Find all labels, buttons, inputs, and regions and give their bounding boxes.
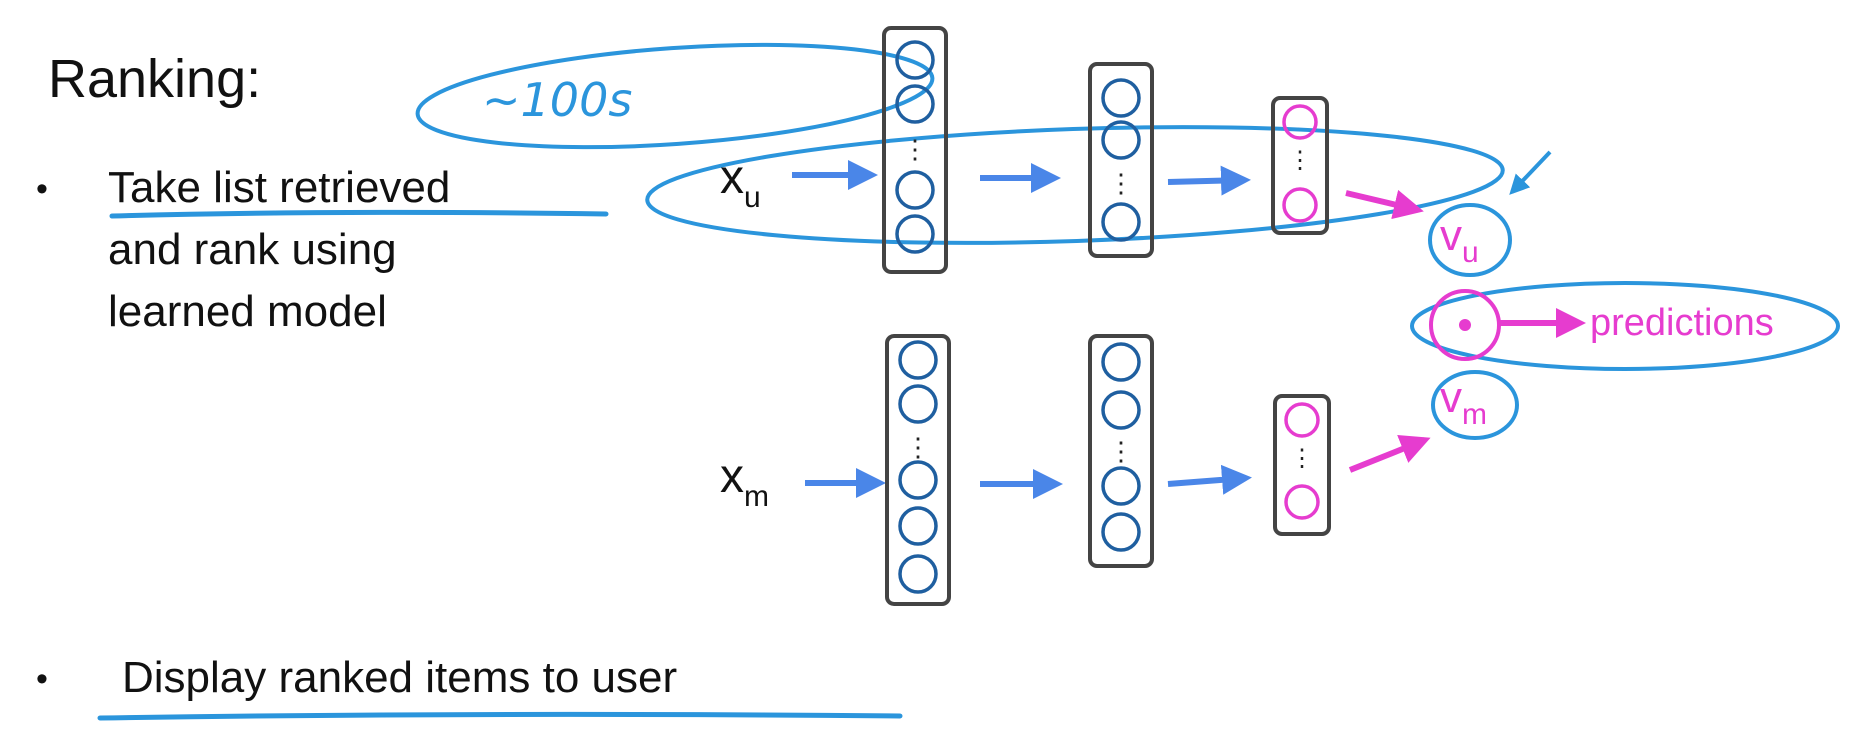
ellipsis-glyph: ⋮ xyxy=(905,432,931,462)
user-layer-2: ⋮ xyxy=(1088,62,1154,258)
annotation-ellipse-note xyxy=(415,42,935,150)
neuron xyxy=(895,84,935,124)
annotation-pointer-arrow xyxy=(1509,150,1552,195)
output-neuron xyxy=(1282,104,1318,140)
neuron xyxy=(895,214,935,254)
user-input-label: xu xyxy=(720,151,761,214)
movie-vector-label: vm xyxy=(1440,373,1487,431)
dot-product-operator xyxy=(1429,289,1501,361)
bullet-retrieve-line-2: and rank using xyxy=(108,225,397,274)
neuron xyxy=(1101,466,1141,506)
neuron xyxy=(895,170,935,210)
underline-retrieve xyxy=(109,209,609,219)
output-neuron xyxy=(1284,402,1320,438)
ellipsis-glyph: ⋮ xyxy=(1290,445,1314,472)
annotation-ellipse-dot-product xyxy=(1410,281,1840,371)
ellipsis-glyph: ⋮ xyxy=(1108,436,1134,466)
user-vector-label: vu xyxy=(1440,211,1479,269)
arrow-to-movie-vector xyxy=(1348,434,1431,473)
output-neuron xyxy=(1284,484,1320,520)
annotation-circle-movie-vector xyxy=(1431,370,1519,440)
bullet-retrieve-line-3: learned model xyxy=(108,287,387,336)
neuron xyxy=(895,40,935,80)
annotation-circle-user-vector xyxy=(1428,203,1512,277)
movie-layer-1: ⋮ xyxy=(885,334,951,606)
arrow-movie-layer-2-3 xyxy=(1167,464,1252,495)
neuron xyxy=(898,340,938,380)
ellipsis-glyph: ⋮ xyxy=(902,134,928,164)
output-neuron xyxy=(1282,187,1318,223)
neuron xyxy=(1101,390,1141,430)
annotation-ellipse-user-tower xyxy=(645,125,1505,245)
neuron xyxy=(898,460,938,500)
handwritten-note: ~100s xyxy=(482,73,632,127)
neuron xyxy=(898,384,938,424)
neuron xyxy=(898,554,938,594)
neuron xyxy=(1101,78,1141,118)
movie-layer-2: ⋮ xyxy=(1088,334,1154,568)
neuron xyxy=(1101,342,1141,382)
ellipsis-glyph: ⋮ xyxy=(1108,168,1134,198)
user-output-layer: ⋮ xyxy=(1271,96,1329,235)
neuron xyxy=(898,506,938,546)
neuron xyxy=(1101,202,1141,242)
bullet-marker: • xyxy=(36,170,48,208)
bullet-marker: • xyxy=(36,660,48,698)
bullet-display: Display ranked items to user xyxy=(122,653,678,702)
predictions-label: predictions xyxy=(1590,302,1774,344)
dot-product-center xyxy=(1459,319,1471,331)
slide-title: Ranking: xyxy=(48,49,262,109)
arrow-to-user-vector xyxy=(1345,189,1424,220)
neuron xyxy=(1101,512,1141,552)
movie-input-label: xm xyxy=(720,450,769,513)
ellipsis-glyph: ⋮ xyxy=(1288,147,1312,174)
movie-output-layer: ⋮ xyxy=(1273,394,1331,536)
bullet-retrieve-line-1: Take list retrieved xyxy=(108,163,451,212)
underline-display xyxy=(97,711,903,721)
arrow-user-layer-2-3 xyxy=(1167,165,1251,196)
user-layer-1: ⋮ xyxy=(882,26,948,274)
neuron xyxy=(1101,120,1141,160)
